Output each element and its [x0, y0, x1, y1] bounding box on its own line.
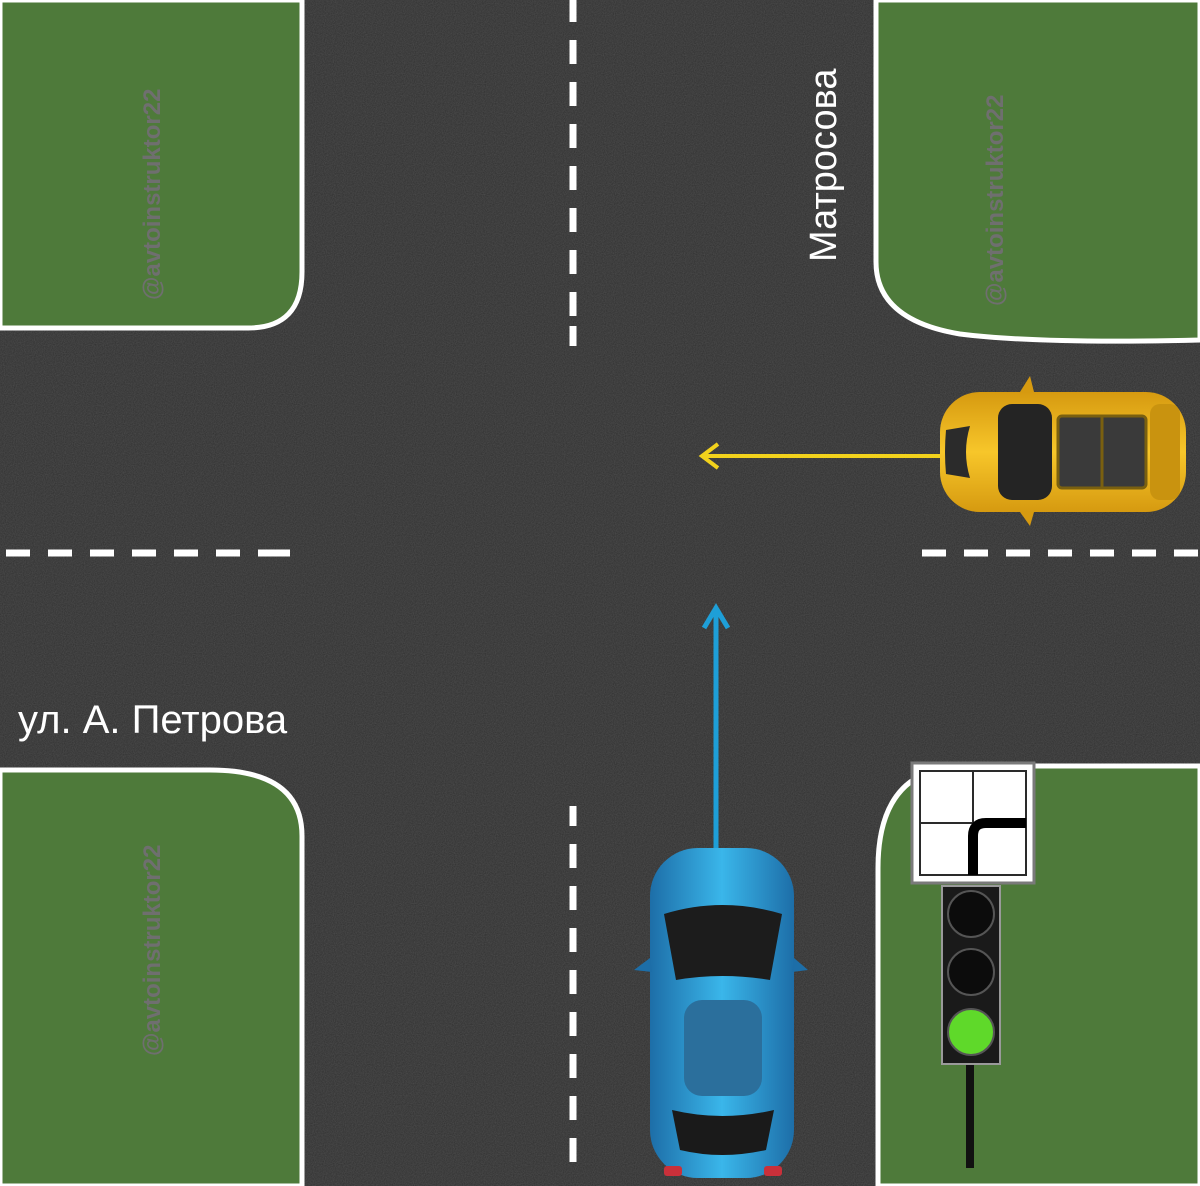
street-label-vertical: Матросова — [803, 68, 845, 262]
watermark-bottom-left: @avtoinstruktor22 — [139, 845, 166, 1056]
grass-top-right — [873, 0, 1200, 344]
main-road-direction-sign-icon — [910, 761, 1036, 885]
grass-top-left — [0, 0, 305, 331]
traffic-light-green-signal — [947, 1008, 995, 1056]
grass-bottom-left — [0, 767, 305, 1186]
traffic-light — [941, 885, 1001, 1168]
yellow-car — [940, 376, 1186, 526]
yellow-car-path-arrow — [698, 442, 942, 470]
street-label-horizontal: ул. А. Петрова — [18, 698, 288, 742]
blue-car-path-arrow — [701, 603, 731, 852]
traffic-light-yellow-signal — [947, 948, 995, 996]
traffic-light-red-signal — [947, 890, 995, 938]
watermark-top-right: @avtoinstruktor22 — [982, 95, 1009, 306]
watermark-top-left: @avtoinstruktor22 — [139, 89, 166, 300]
blue-car — [634, 848, 808, 1178]
